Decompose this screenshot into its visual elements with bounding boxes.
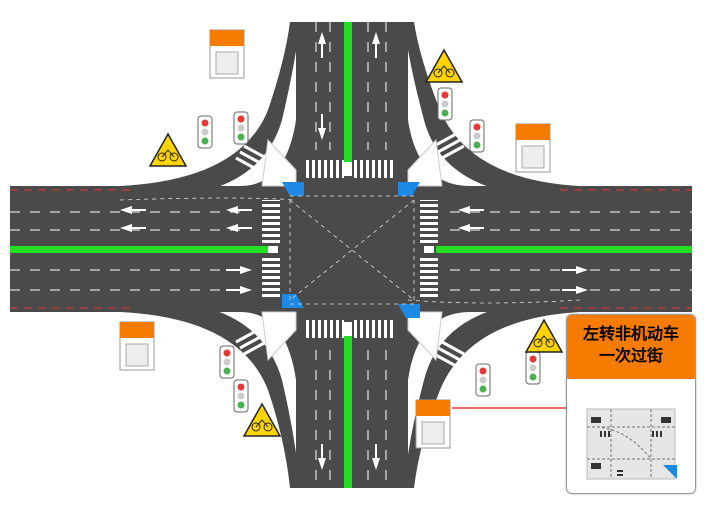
sign-mini-map [567,379,695,493]
east-crosswalk-upper [420,200,438,246]
west-median [10,246,268,253]
ne-bike-zone [398,182,420,196]
west-crosswalk-lower [262,256,280,300]
south-median-nose [344,322,352,336]
sign-header: 左转非机动车 一次过街 [567,315,695,379]
sw-slip-lane [10,300,300,488]
ns-lane-markings [315,22,387,488]
nw-bike-zone [282,182,304,196]
slip-crosswalks [235,132,465,368]
sign-title-line2: 一次过街 [598,346,663,365]
edge-lines [10,189,692,309]
south-crosswalk-right [354,320,394,338]
bicycle-warning-signs [148,48,564,437]
west-crosswalk-upper [262,200,280,246]
east-crosswalk-lower [420,256,438,300]
nw-slip-lane [10,22,300,198]
pointer-arrow [452,403,580,413]
north-crosswalk-left [304,160,344,178]
south-median [344,336,352,488]
north-crosswalk-right [354,160,394,178]
lane-arrows [120,32,588,470]
sw-bike-zone [282,294,304,308]
north-median [344,22,352,170]
south-crosswalk-left [304,320,344,338]
east-median [436,246,692,253]
west-median-nose [268,246,278,253]
se-bike-zone [398,304,420,318]
north-median-nose [344,162,352,176]
east-median-nose [424,246,434,253]
small-info-signs [119,29,551,449]
sign-title-line1: 左转非机动车 [582,324,679,343]
sw-island [261,311,297,362]
enlarged-sign: 左转非机动车 一次过街 [566,314,696,494]
turn-guide-lines [119,195,581,305]
